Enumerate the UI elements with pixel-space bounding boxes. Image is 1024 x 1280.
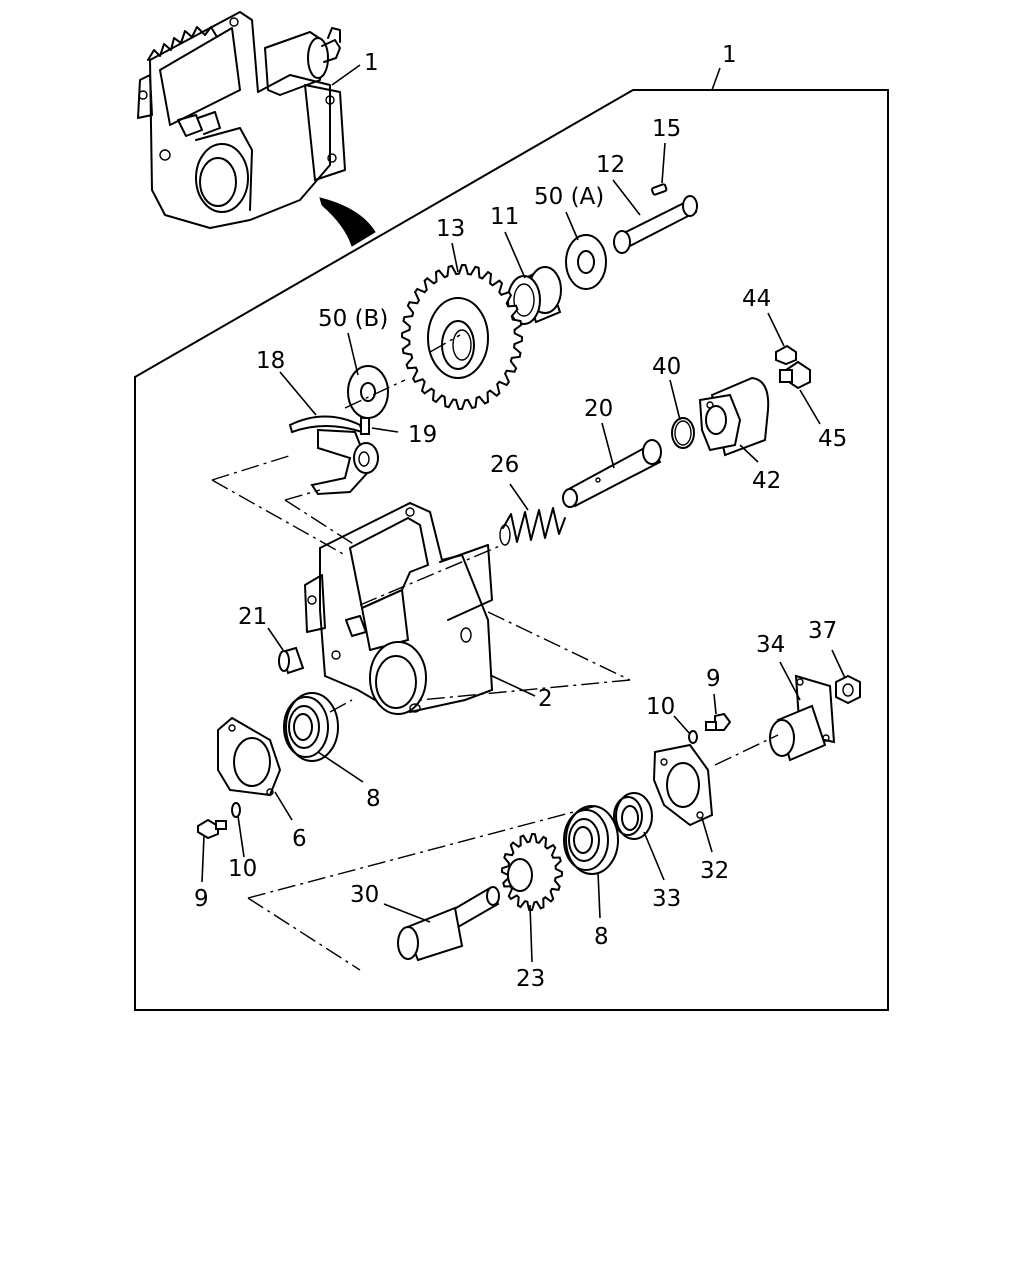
- callout-9-right: 9: [706, 666, 721, 692]
- pto-housing-2: [304, 501, 494, 715]
- callout-2: 2: [538, 686, 553, 712]
- callout-40: 40: [652, 354, 681, 380]
- callout-50b: 50 (B): [318, 306, 388, 332]
- callout-21: 21: [238, 604, 267, 630]
- leader-lines: [201, 64, 846, 963]
- assembly-axes: [211, 334, 779, 971]
- bearing-cover-34: [769, 674, 836, 762]
- idler-gear-13: [400, 263, 524, 411]
- nut-37: [835, 674, 861, 705]
- callout-50a: 50 (A): [534, 184, 604, 210]
- lock-washer-10-right: [688, 730, 698, 744]
- bolt-9-left: [197, 818, 227, 840]
- callout-18: 18: [256, 348, 285, 374]
- callout-12: 12: [596, 152, 625, 178]
- callout-44: 44: [742, 286, 771, 312]
- callout-8-upper: 8: [366, 786, 381, 812]
- needle-bearing-11: [507, 266, 562, 325]
- callout-9-left: 9: [194, 886, 209, 912]
- output-gear-23: [500, 832, 564, 912]
- callout-1-frame: 1: [722, 42, 737, 68]
- ball-bearing-8-lower: [563, 805, 619, 875]
- callout-13: 13: [436, 216, 465, 242]
- callout-30: 30: [350, 882, 379, 908]
- callout-32: 32: [700, 858, 729, 884]
- callout-42: 42: [752, 468, 781, 494]
- o-ring-40: [671, 417, 695, 449]
- shift-shaft-20: [562, 439, 662, 508]
- thrust-washer-50a: [565, 234, 607, 290]
- assembled-unit-inset: [137, 11, 376, 247]
- callout-labels: 1 1 15 12 50 (A) 11 13 50 (B) 18 19 44 4…: [194, 42, 847, 992]
- spring-pin-15: [650, 183, 668, 196]
- shift-cylinder-42: [698, 376, 770, 457]
- fitting-45: [779, 360, 811, 390]
- callout-37: 37: [808, 618, 837, 644]
- bolt-9-right: [705, 712, 732, 731]
- lock-washer-10-left: [231, 802, 241, 818]
- callout-15: 15: [652, 116, 681, 142]
- callout-11: 11: [490, 204, 519, 230]
- callout-10-right: 10: [646, 694, 675, 720]
- callout-1-inset: 1: [364, 50, 379, 76]
- callout-20: 20: [584, 396, 613, 422]
- spring-26: [499, 507, 566, 546]
- callout-19: 19: [408, 422, 437, 448]
- callout-23: 23: [516, 966, 545, 992]
- oil-seal-33: [613, 792, 653, 840]
- gasket-6: [217, 716, 282, 797]
- ball-bearing-8-upper: [283, 692, 339, 762]
- thrust-washer-50b: [347, 365, 389, 419]
- callout-26: 26: [490, 452, 519, 478]
- breather-44: [775, 344, 797, 366]
- callout-33: 33: [652, 886, 681, 912]
- callout-8-lower: 8: [594, 924, 609, 950]
- plug-21: [278, 646, 305, 675]
- set-screw-19: [360, 417, 370, 435]
- idler-shaft-12: [613, 195, 698, 254]
- callout-6: 6: [292, 826, 307, 852]
- callout-34: 34: [756, 632, 785, 658]
- gasket-32: [652, 743, 714, 827]
- shift-fork-18: [288, 415, 379, 496]
- callout-45: 45: [818, 426, 847, 452]
- output-shaft-30: [397, 886, 500, 962]
- callout-10-left: 10: [228, 856, 257, 882]
- assembly-frame: [134, 89, 889, 1011]
